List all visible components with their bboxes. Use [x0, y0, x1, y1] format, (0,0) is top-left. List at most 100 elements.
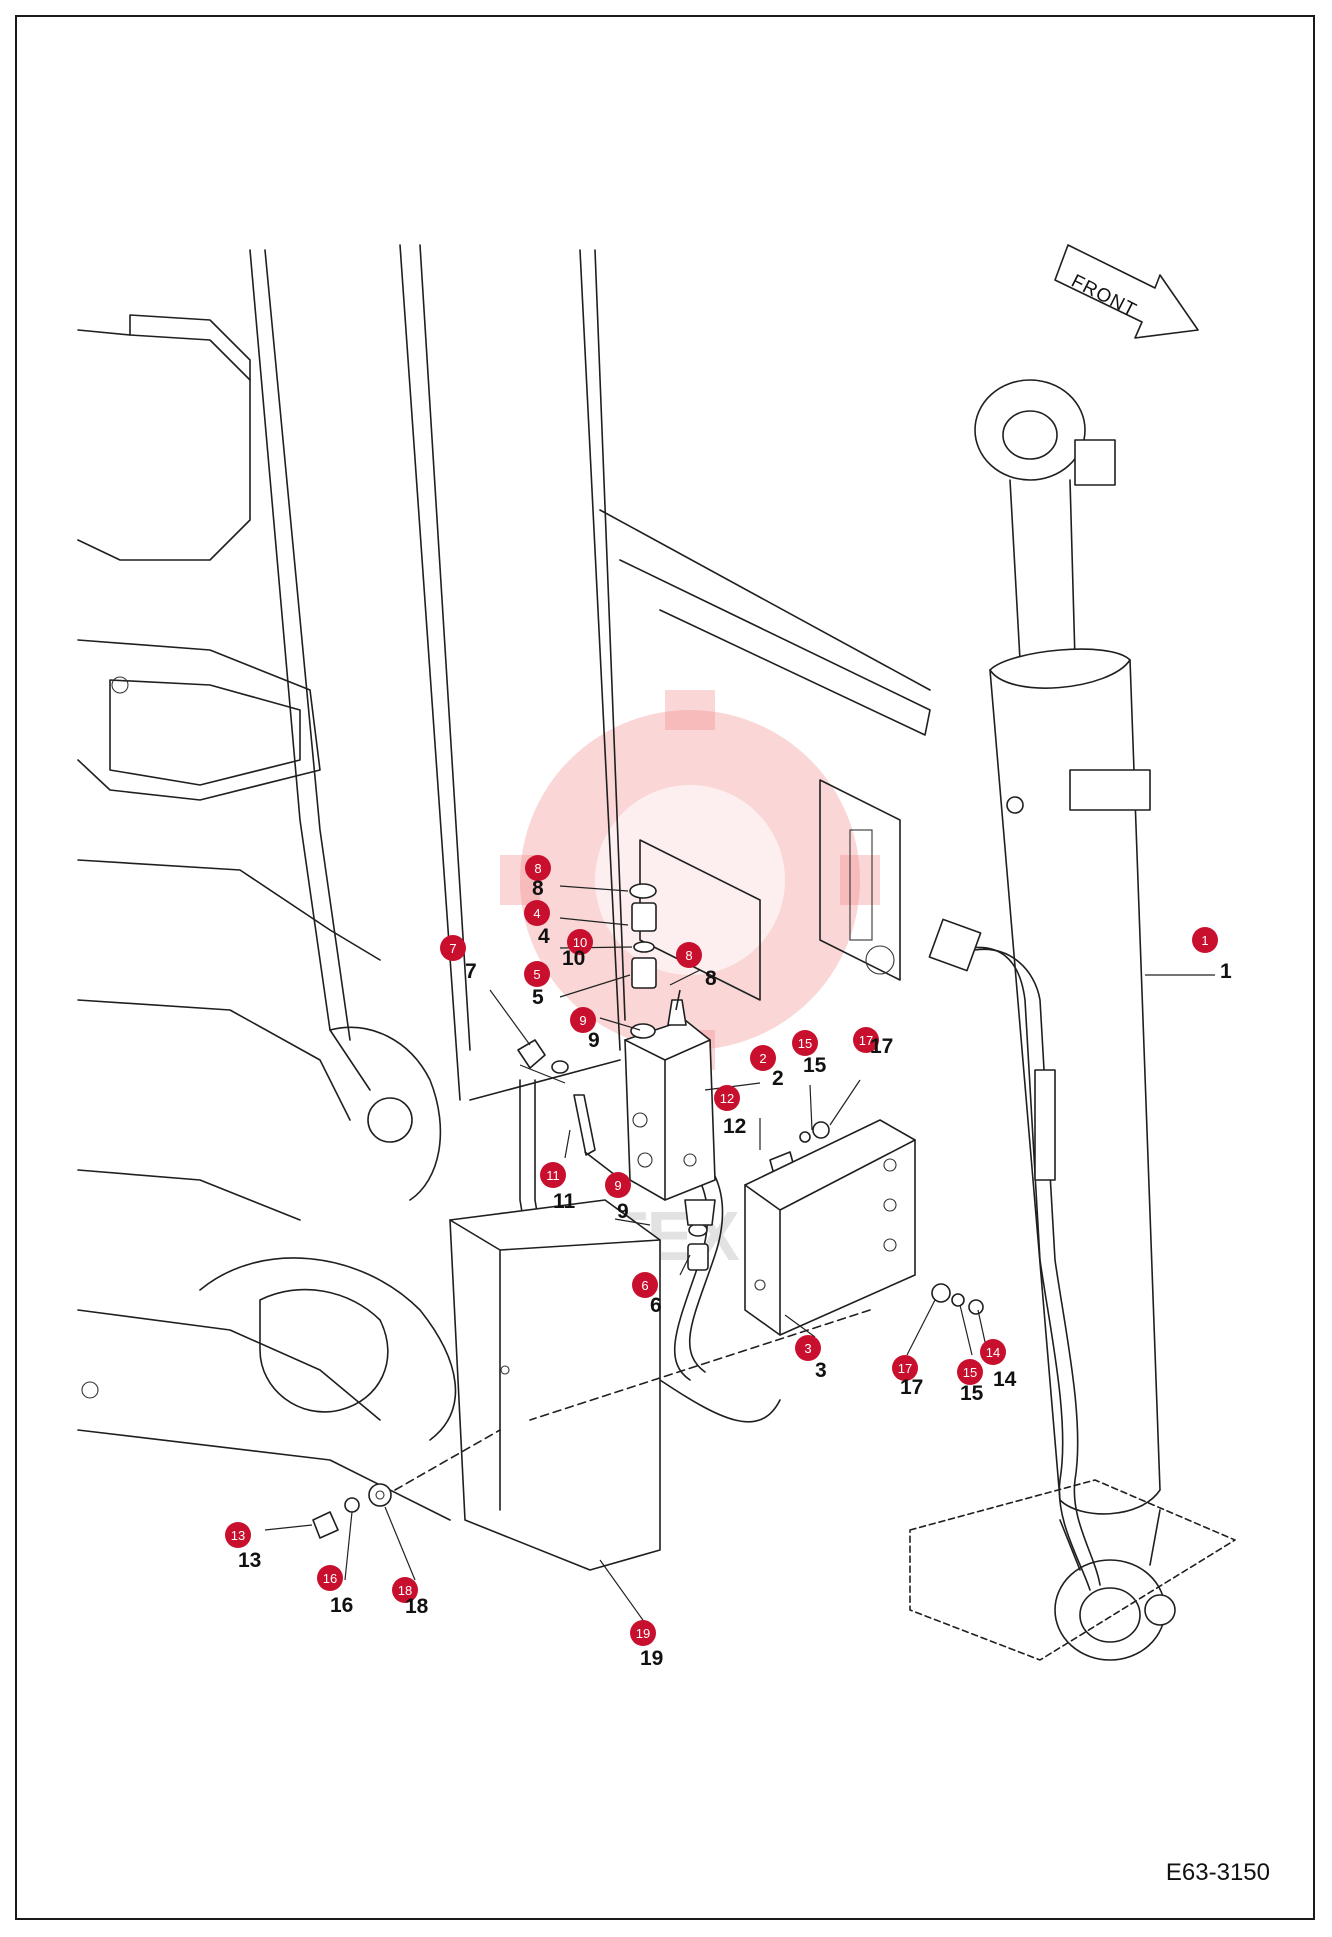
callout-9b: 9 9	[605, 1172, 631, 1223]
svg-text:7: 7	[449, 941, 456, 956]
part-number-18: 18	[405, 1595, 429, 1618]
part-number-11: 11	[553, 1190, 576, 1213]
part-number-1: 1	[1220, 960, 1232, 983]
part-number-8a: 8	[532, 877, 544, 900]
part-number-17b: 17	[900, 1376, 923, 1399]
machine-frame-outline	[77, 314, 931, 1521]
callout-19: 19 19	[630, 1620, 663, 1670]
part-number-19: 19	[640, 1647, 663, 1670]
svg-text:3: 3	[804, 1341, 811, 1356]
drawing-code: E63-3150	[1165, 1859, 1270, 1886]
callout-6: 6 6	[632, 1272, 662, 1317]
callout-13: 13 13	[225, 1522, 261, 1572]
badge-1: 1	[1192, 927, 1218, 953]
part-number-7: 7	[465, 960, 477, 983]
part-number-15b: 15	[960, 1382, 984, 1405]
svg-text:9: 9	[614, 1178, 621, 1193]
valve-block	[624, 989, 716, 1201]
svg-text:9: 9	[579, 1013, 586, 1028]
part-number-17a: 17	[870, 1035, 893, 1058]
part-number-6: 6	[650, 1294, 662, 1317]
part-number-12: 12	[723, 1115, 746, 1138]
svg-text:4: 4	[533, 906, 540, 921]
svg-text:16: 16	[323, 1571, 337, 1586]
mast-upright	[249, 244, 626, 1201]
svg-text:19: 19	[636, 1626, 650, 1641]
svg-text:15: 15	[963, 1365, 977, 1380]
badge-10: 10	[567, 929, 593, 955]
badge-15b: 15	[957, 1359, 983, 1385]
badge-12: 12	[714, 1085, 740, 1111]
callout-3: 3 3	[795, 1335, 827, 1382]
callout-11: 11 11	[540, 1162, 576, 1213]
leader-lines	[264, 885, 1215, 1631]
badge-19: 19	[630, 1620, 656, 1646]
callout-18: 18 18	[392, 1577, 429, 1618]
callout-7: 7 7	[440, 935, 477, 983]
mounting-bracket	[744, 1069, 1056, 1336]
callout-9a: 9 9	[570, 1007, 600, 1052]
svg-text:1: 1	[1201, 933, 1208, 948]
svg-text:15: 15	[798, 1036, 812, 1051]
part-number-3: 3	[815, 1359, 827, 1382]
part-number-8b: 8	[705, 967, 717, 990]
part-number-4: 4	[538, 925, 550, 948]
bottom-hardware	[312, 1309, 871, 1539]
badge-14: 14	[980, 1339, 1006, 1365]
svg-text:12: 12	[720, 1091, 734, 1106]
callout-15a: 15 15	[792, 1030, 827, 1077]
part-number-16: 16	[330, 1594, 353, 1617]
badge-4: 4	[524, 900, 550, 926]
badge-6: 6	[632, 1272, 658, 1298]
badge-5: 5	[524, 961, 550, 987]
callout-2: 2 2	[750, 1045, 784, 1090]
svg-text:18: 18	[398, 1583, 412, 1598]
badge-8a: 8	[525, 855, 551, 881]
badge-11: 11	[540, 1162, 566, 1188]
svg-text:8: 8	[685, 948, 692, 963]
badge-18: 18	[392, 1577, 418, 1603]
svg-text:13: 13	[231, 1528, 245, 1543]
hydraulic-cylinder	[909, 379, 1236, 1661]
svg-text:17: 17	[898, 1361, 912, 1376]
badge-9a: 9	[570, 1007, 596, 1033]
callout-1: 1 1	[1192, 927, 1232, 983]
callout-17b: 17 17	[892, 1355, 923, 1399]
callout-8b: 8 8	[676, 942, 717, 990]
badge-13: 13	[225, 1522, 251, 1548]
part-number-13: 13	[238, 1549, 261, 1572]
svg-text:10: 10	[573, 935, 587, 950]
cover-guard	[449, 1199, 661, 1571]
watermark-gear-logo	[500, 690, 880, 1070]
svg-text:8: 8	[534, 861, 541, 876]
badge-15a: 15	[792, 1030, 818, 1056]
part-number-2: 2	[772, 1067, 784, 1090]
callout-12: 12 12	[714, 1085, 746, 1138]
badge-9b: 9	[605, 1172, 631, 1198]
part-number-9a: 9	[588, 1029, 600, 1052]
badge-17a: 17	[853, 1027, 879, 1053]
badge-2: 2	[750, 1045, 776, 1071]
svg-text:2: 2	[759, 1051, 766, 1066]
svg-text:14: 14	[986, 1345, 1000, 1360]
callout-17a: 17 17	[853, 1027, 893, 1058]
part-number-9b: 9	[617, 1200, 629, 1223]
callout-4: 4 4	[524, 900, 550, 948]
callout-16: 16 16	[317, 1565, 353, 1617]
part-number-15a: 15	[803, 1054, 827, 1077]
part-number-10: 10	[562, 947, 585, 970]
part-number-14: 14	[993, 1368, 1017, 1391]
part-number-5: 5	[532, 986, 544, 1009]
callout-15b: 15 15	[957, 1359, 984, 1405]
svg-text:5: 5	[533, 967, 540, 982]
callout-14: 14 14	[980, 1339, 1017, 1391]
svg-text:6: 6	[641, 1278, 648, 1293]
front-direction-arrow: FRONT	[1054, 244, 1199, 339]
badge-3: 3	[795, 1335, 821, 1361]
svg-text:17: 17	[859, 1033, 873, 1048]
callout-5: 5 5	[524, 961, 550, 1009]
badge-17b: 17	[892, 1355, 918, 1381]
badge-16: 16	[317, 1565, 343, 1591]
callout-8a: 8 8	[525, 855, 551, 900]
